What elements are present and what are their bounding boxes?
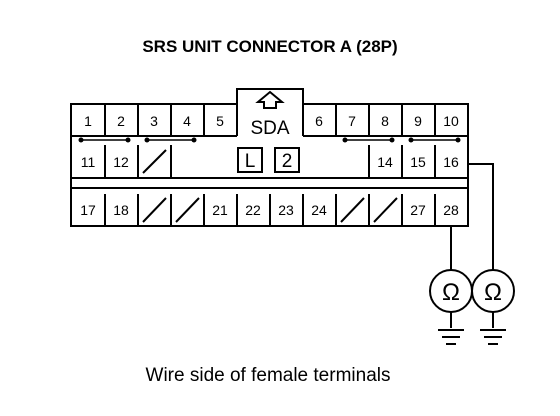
pin-27: 27 — [410, 202, 426, 218]
pin-7: 7 — [348, 113, 356, 129]
ground-right-icon — [480, 329, 506, 345]
ohm-symbol-left: Ω — [442, 279, 460, 306]
shorting-bar-7-8 — [342, 137, 395, 143]
lock-label-right: 2 — [282, 151, 293, 172]
diagram-title: SRS UNIT CONNECTOR A (28P) — [142, 37, 397, 56]
ohm-symbol-right: Ω — [484, 279, 502, 306]
test-lead-pin-16 — [468, 163, 494, 270]
pin-17: 17 — [80, 202, 96, 218]
hood-arrow-icon — [255, 90, 285, 109]
pin-8: 8 — [381, 113, 389, 129]
pin-16: 16 — [443, 154, 459, 170]
pin-4: 4 — [183, 113, 191, 129]
shorting-bar-1-2 — [78, 137, 131, 143]
pin-14: 14 — [377, 154, 393, 170]
pin-21: 21 — [212, 202, 228, 218]
pin-5: 5 — [216, 113, 224, 129]
ground-left-icon — [438, 329, 464, 345]
pin-24: 24 — [311, 202, 327, 218]
diagram-caption: Wire side of female terminals — [146, 365, 391, 386]
pin-15: 15 — [410, 154, 426, 170]
pin-18: 18 — [113, 202, 129, 218]
lock-box-left — [237, 147, 263, 173]
lock-label-left: L — [245, 151, 256, 172]
pin-3: 3 — [150, 113, 158, 129]
pin-1: 1 — [84, 113, 92, 129]
pin-11: 11 — [81, 154, 96, 170]
pin-23: 23 — [278, 202, 294, 218]
lock-box-right — [274, 147, 300, 173]
pin-10: 10 — [443, 113, 459, 129]
pin-6: 6 — [315, 113, 323, 129]
pin-28: 28 — [443, 202, 459, 218]
pin-2: 2 — [117, 113, 125, 129]
pin-22: 22 — [245, 202, 261, 218]
sda-label: SDA — [250, 118, 289, 139]
shorting-bar-3-4 — [144, 137, 197, 143]
pin-12: 12 — [113, 154, 129, 170]
shorting-bar-9-10 — [408, 137, 461, 143]
pin-9: 9 — [414, 113, 422, 129]
empty-cavity-marks — [142, 149, 398, 223]
